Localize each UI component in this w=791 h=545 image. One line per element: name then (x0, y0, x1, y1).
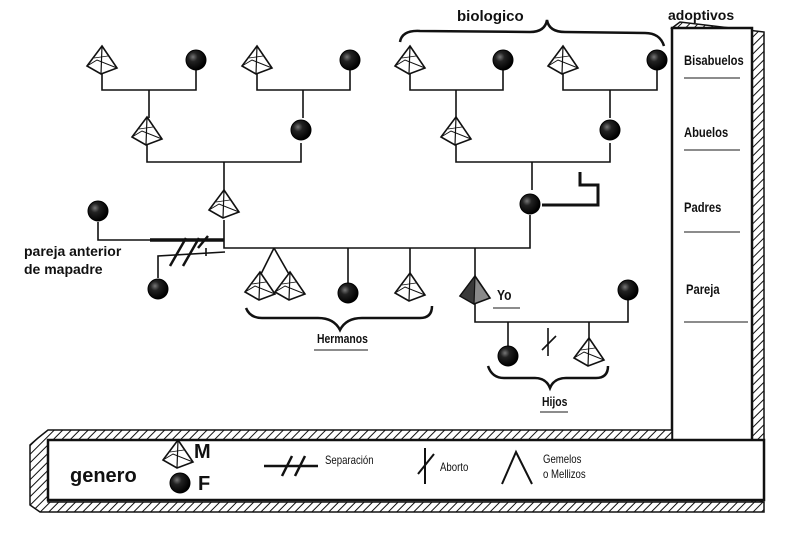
sibling-lines (259, 247, 476, 283)
family-lines (474, 300, 629, 346)
siblings-brace (244, 305, 434, 333)
female-sibling-node (337, 282, 359, 304)
female-node (185, 49, 207, 71)
adoptivos-label: adoptivos (668, 7, 735, 23)
male-child-node (573, 337, 605, 367)
self-node (458, 274, 492, 306)
male-node (241, 45, 273, 75)
half-sibling-node (147, 278, 169, 300)
legend-separation-label: Separación (325, 453, 374, 467)
great-grandparents-row (86, 45, 668, 75)
siblings-row (147, 271, 639, 306)
great-grandparent-lines (101, 70, 658, 118)
female-node (339, 49, 361, 71)
generation-grandparents: Abuelos (684, 124, 729, 140)
twin-male-node (274, 271, 306, 301)
abortion-mark-tree (541, 328, 557, 356)
biologico-label: biologico (457, 8, 524, 25)
parent-lines (97, 215, 531, 278)
mother-node (519, 193, 541, 215)
legend-abortion-icon (417, 448, 435, 484)
partner-node (617, 279, 639, 301)
generation-parents: Padres (684, 199, 722, 215)
legend-twins-icon (501, 449, 533, 485)
grandparent-lines (146, 143, 611, 190)
male-node (547, 45, 579, 75)
female-node (492, 49, 514, 71)
legend-twins-label: Gemelos o Mellizos (543, 452, 586, 481)
legend-symbols (162, 439, 533, 494)
legend-female-label: F (198, 473, 211, 495)
female-node (599, 119, 621, 141)
separation-mark (168, 235, 209, 267)
generation-partner: Pareja (686, 281, 720, 297)
children-label: Hijos (542, 394, 568, 409)
siblings-label: Hermanos (317, 331, 368, 346)
biologico-brace (398, 19, 666, 47)
legend-gender-title: genero (70, 465, 137, 487)
male-node (440, 116, 472, 146)
self-label: Yo (497, 287, 512, 304)
adoption-bracket (542, 172, 600, 207)
parents-row (87, 189, 541, 222)
female-node (290, 119, 312, 141)
legend-male-label: M (194, 441, 211, 463)
male-node (394, 45, 426, 75)
female-node (646, 49, 668, 71)
adoptive-panel (670, 21, 765, 508)
legend-panel (29, 429, 766, 513)
previous-partner-label: pareja anterior de mapadre (24, 243, 122, 278)
male-node (86, 45, 118, 75)
legend-female-icon (169, 472, 191, 494)
twin-male-node (244, 271, 276, 301)
previous-partner-node (87, 200, 109, 222)
legend-abortion-label: Aborto (440, 460, 469, 474)
male-node (131, 116, 163, 146)
label-underlines (314, 307, 568, 413)
grandparents-row (131, 116, 621, 146)
male-sibling-node (394, 272, 426, 302)
children-row (497, 337, 605, 367)
female-child-node (497, 345, 519, 367)
children-brace (486, 365, 610, 392)
generation-great-grandparents: Bisabuelos (684, 52, 744, 68)
father-node (208, 189, 240, 219)
